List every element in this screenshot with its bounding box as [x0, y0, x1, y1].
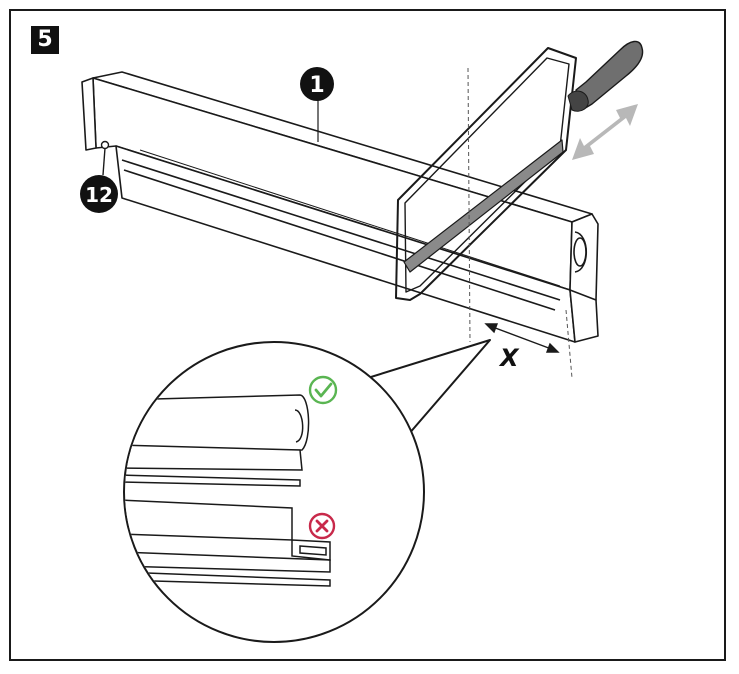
motion-arrow [572, 104, 638, 160]
step-number-badge: 5 [31, 26, 59, 54]
callout-label-1: 1 [309, 73, 324, 98]
x-circle-icon [308, 512, 336, 540]
rail-profile [81, 71, 599, 343]
check-circle-icon [308, 375, 338, 405]
dimension-x [484, 323, 560, 353]
dimension-label: X [498, 344, 520, 372]
detail-magnifier [123, 339, 491, 643]
callout-part-12: 12 [80, 175, 118, 213]
hacksaw [395, 40, 644, 301]
figure-frame [9, 9, 726, 661]
end-fitting [100, 140, 110, 176]
callout-label-12: 12 [85, 183, 113, 207]
callout-part-1: 1 [300, 67, 334, 142]
